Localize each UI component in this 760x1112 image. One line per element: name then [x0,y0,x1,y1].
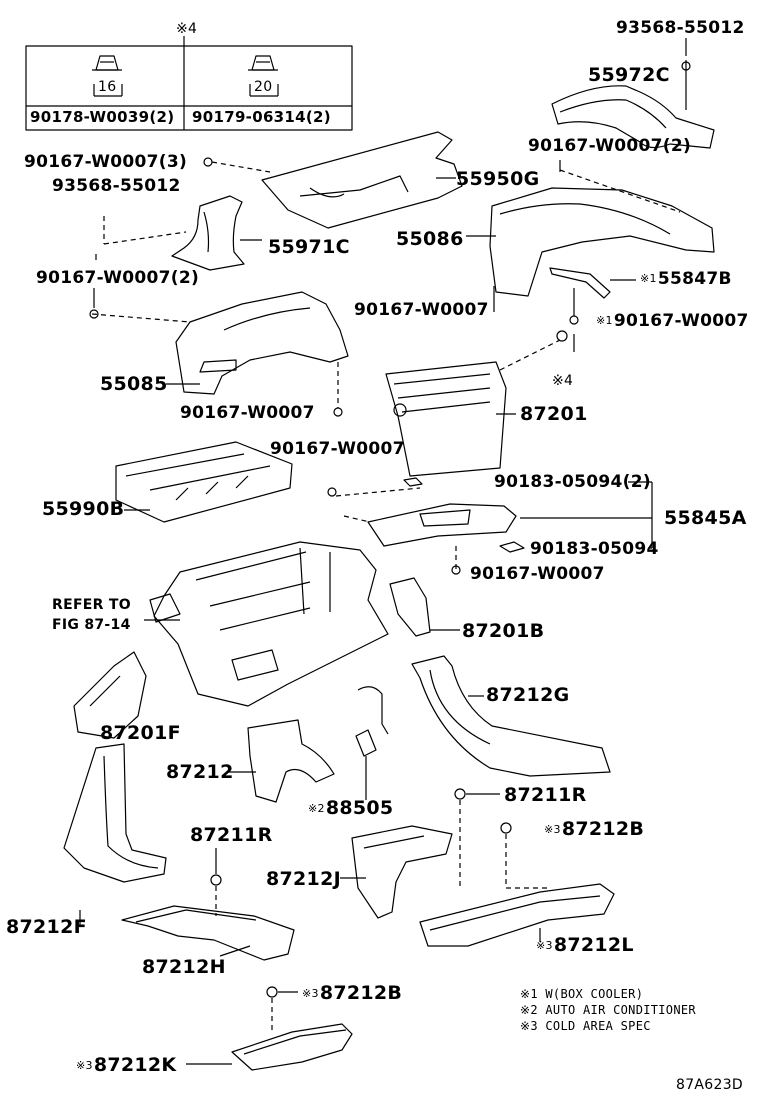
part-55972c-shape [551,60,715,149]
part-87212g-shape [411,655,611,777]
part-heater-unit-shape [144,541,389,707]
label-90167-w0007-r1-mark: ※190167-W0007 [596,313,749,330]
note-1: ※1 W(BOX COOLER) [520,987,644,1001]
part-87201b-shape [389,577,460,637]
legend-table-frame [25,36,353,131]
label-55086: 55086 [396,228,464,250]
part-87212h-shape [121,848,295,961]
label-90167-w0007-mid: 90167-W0007 [354,300,489,320]
label-55950g: 55950G [456,168,540,190]
label-87212: 87212 [166,761,234,783]
fastener-legend-table: ※4 16 20 90178-W0039(2) 90179-06314(2) [26,22,352,130]
label-88505: 88505 [325,797,394,819]
label-87212b-bottom-mark: ※387212B [302,984,402,1003]
part-88505-shape [355,686,389,800]
mark-3b: ※3 [536,939,553,952]
label-87201: 87201 [520,403,588,425]
part-87201f-shape [73,651,147,739]
part-87212l-shape [419,883,615,947]
label-87212b-bottom: 87212B [319,982,403,1004]
legend-size-right: 20 [254,79,273,95]
part-55950g-shape [203,131,463,229]
legend-part-left: 90178-W0039(2) [30,108,175,126]
label-87201b: 87201B [462,620,545,642]
label-87212f: 87212F [6,916,87,938]
part-55845a-shape [335,477,653,570]
label-87212j: 87212J [266,868,341,890]
mark-3a: ※3 [544,823,561,836]
label-87201f: 87201F [100,722,181,744]
label-87212l: 87212L [553,934,634,956]
part-87211r-right-shape [454,788,548,889]
part-87201-shape [385,330,568,477]
label-93568-55012-left: 93568-55012 [52,176,181,196]
part-55085-shape [91,291,349,408]
legend-size-left: 16 [98,79,117,95]
part-87212-shape [226,719,335,803]
note-mark-4: ※4 [176,21,198,37]
label-55847b-mark: ※155847B [640,271,732,288]
label-87212l-mark: ※387212L [536,936,634,955]
label-90167-w0007-2b: 90167-W0007(2) [36,268,200,288]
label-90183-05094-2: 90183-05094(2) [494,472,651,492]
label-fig-87-14: FIG 87-14 [52,617,131,633]
label-90167-w0007-2a: 90167-W0007(2) [528,136,692,156]
mark-2: ※2 [308,802,325,815]
label-87212k-mark: ※387212K [76,1056,176,1075]
part-87212k-shape [186,986,353,1071]
mark-1: ※1 [640,272,657,285]
label-refer-to: REFER TO [52,597,131,613]
label-87212h: 87212H [142,956,226,978]
label-90167-w0007-d: 90167-W0007 [270,439,405,459]
label-55990b: 55990B [42,498,125,520]
label-55845a: 55845A [664,507,747,529]
label-87212b-right-mark: ※387212B [544,820,644,839]
label-88505-mark: ※288505 [308,799,393,818]
part-87212j-shape [340,825,453,919]
label-87211r-left: 87211R [190,824,273,846]
part-87212f-shape [63,743,167,926]
note-2: ※2 AUTO AIR CONDITIONER [520,1003,696,1017]
label-55085: 55085 [100,373,168,395]
label-93568-55012-top: 93568-55012 [616,18,745,38]
figure-code: 87A623D [676,1077,743,1093]
note-3: ※3 COLD AREA SPEC [520,1019,651,1033]
mark-3c: ※3 [302,987,319,1000]
label-87212b-right: 87212B [561,818,645,840]
part-55971c-shape [103,195,262,271]
label-90167-w0007-3: 90167-W0007(3) [24,152,188,172]
label-90183-05094: 90183-05094 [530,539,659,559]
part-55990b-shape [115,441,293,523]
label-55971c: 55971C [268,236,350,258]
mark-1b: ※1 [596,314,613,327]
mark-4b: ※4 [552,373,574,389]
legend-part-right: 90179-06314(2) [192,108,331,126]
part-55086-shape [466,169,715,312]
label-87212k: 87212K [93,1054,177,1076]
label-87212g: 87212G [486,684,570,706]
label-90167-w0007-e: 90167-W0007 [470,564,605,584]
part-55847b-shape [549,267,636,325]
label-90167-w0007-r1: 90167-W0007 [613,311,749,331]
label-55847b: 55847B [657,269,732,289]
label-55972c: 55972C [588,64,670,86]
mark-3d: ※3 [76,1059,93,1072]
label-90167-w0007-c: 90167-W0007 [180,403,315,423]
label-87211r-right: 87211R [504,784,587,806]
